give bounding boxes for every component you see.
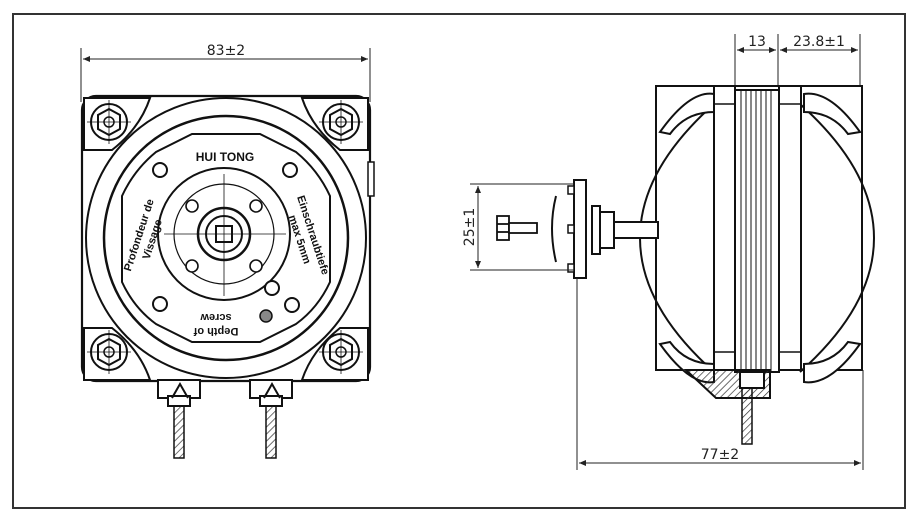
screw-bottom-left-icon: [87, 330, 131, 374]
top-dimensions: [734, 34, 861, 90]
svg-text:screw: screw: [200, 311, 232, 323]
drawing-border: [12, 13, 906, 509]
brand-label: HUI TONG: [196, 150, 254, 164]
side-flange: [573, 179, 587, 279]
terminal-left: [157, 379, 201, 459]
screw-bottom-right-icon: [319, 330, 363, 374]
dim-length-label: 77±2: [701, 447, 739, 463]
length-dimension: [576, 278, 864, 470]
depth-screw-icon: [259, 309, 273, 323]
label-en: Depth of screw: [193, 311, 238, 337]
lamination-lines: [740, 90, 772, 372]
corner-screw-icons: [87, 100, 363, 374]
front-width-dimension: [80, 48, 371, 102]
svg-text:Depth of: Depth of: [193, 325, 238, 337]
front-view: 83±2: [80, 43, 375, 459]
screw-top-right-icon: [319, 100, 363, 144]
side-view: 13 23.8±1: [462, 34, 876, 470]
screw-top-left-icon: [87, 100, 131, 144]
dim-core-label: 13: [748, 34, 766, 50]
front-width-label: 83±2: [207, 43, 245, 59]
stator-core: [734, 89, 780, 373]
flange-dimension: [470, 183, 574, 271]
dim-flange-label: 25±1: [462, 208, 478, 246]
bottom-terminal: [741, 387, 753, 445]
terminal-right: [249, 379, 293, 459]
bolt-icon: [496, 215, 538, 241]
dim-fan-label: 23.8±1: [793, 34, 845, 50]
shaft: [611, 221, 659, 239]
